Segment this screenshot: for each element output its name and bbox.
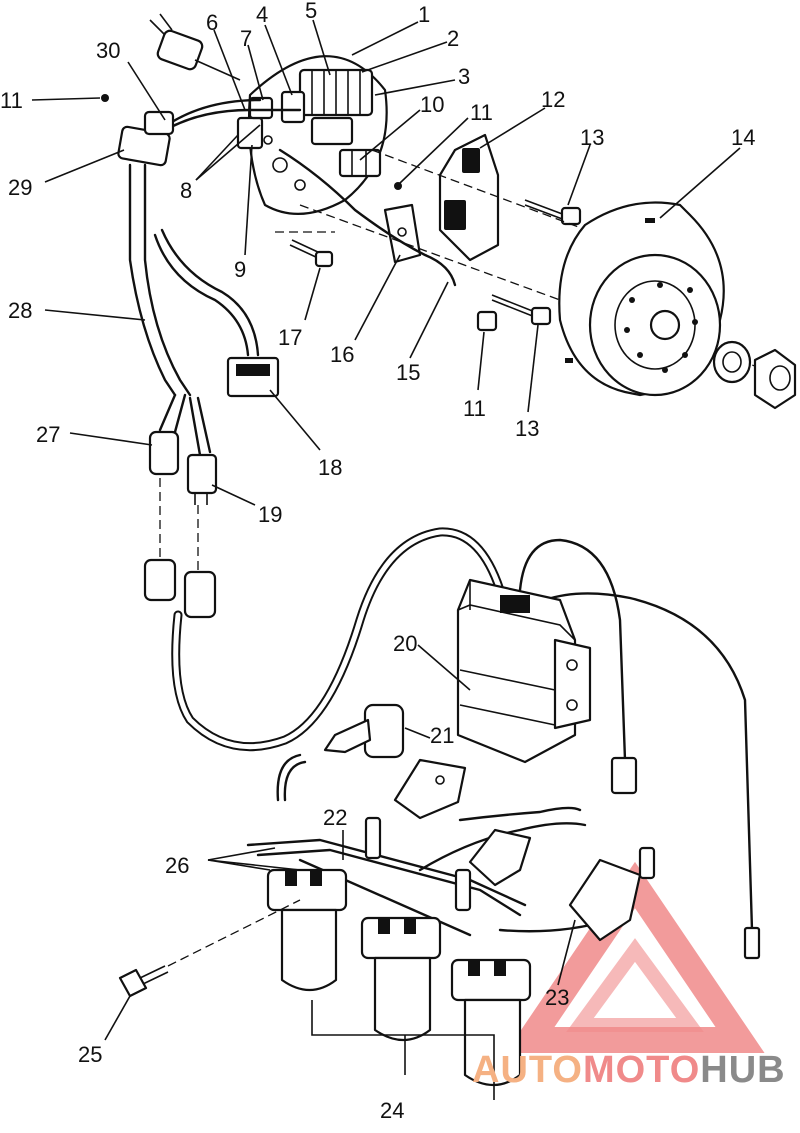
callout-labels: 1 2 3 4 5 6 7 8 9 10 11 11 11 12 13 13 1… — [0, 0, 755, 1123]
bolt-25 — [118, 965, 169, 998]
screw-13-upper — [524, 199, 582, 226]
callout-30: 30 — [96, 38, 120, 63]
callout-28: 28 — [8, 298, 32, 323]
connector-19 — [186, 453, 218, 505]
nut-11-lower — [476, 310, 498, 332]
callout-19: 19 — [258, 502, 282, 527]
callout-24: 24 — [380, 1098, 404, 1123]
watermark-hub: HUB — [700, 1049, 785, 1091]
callout-11-right: 11 — [470, 100, 493, 125]
callout-16: 16 — [330, 342, 354, 367]
screw-10 — [394, 182, 402, 190]
callout-14: 14 — [731, 125, 755, 150]
callout-9: 9 — [234, 257, 246, 282]
flywheel-nut — [753, 348, 797, 410]
pulser-coil — [438, 133, 500, 262]
ignition-coil-3 — [450, 958, 532, 1087]
callout-15: 15 — [396, 360, 420, 385]
flywheel-washer — [712, 340, 752, 384]
watermark-moto: MOTO — [583, 1049, 700, 1091]
cdi-box — [456, 578, 592, 764]
lighting-coil-stack — [280, 68, 374, 146]
ignition-coil-2 — [360, 916, 442, 1042]
callout-6: 6 — [206, 10, 218, 35]
coil-bracket-right — [568, 858, 642, 942]
callout-29: 29 — [8, 175, 32, 200]
callout-12: 12 — [541, 87, 565, 112]
callout-5: 5 — [305, 0, 317, 23]
callout-20: 20 — [393, 631, 417, 656]
watermark-auto: AUTO — [472, 1049, 583, 1091]
watermark-logo-icon — [505, 861, 765, 1053]
callout-22: 22 — [323, 805, 347, 830]
coil-bracket-mid — [468, 828, 532, 887]
callout-3: 3 — [458, 64, 470, 89]
callout-25: 25 — [78, 1042, 102, 1067]
charge-coil — [338, 148, 382, 178]
callout-13-lower: 13 — [515, 416, 539, 441]
callout-18: 18 — [318, 455, 342, 480]
rectifier-connector-18 — [226, 356, 280, 398]
spark-plug-leads — [364, 816, 656, 912]
callout-23: 23 — [545, 985, 569, 1010]
callout-11-left: 11 — [0, 88, 23, 113]
connector-27 — [148, 430, 180, 476]
callout-10: 10 — [420, 92, 444, 117]
screw-13-lower — [491, 294, 552, 326]
callout-4: 4 — [256, 2, 268, 27]
grommet-seal — [149, 13, 241, 81]
watermark-text: AUTOMOTOHUB — [472, 1049, 786, 1091]
harness-grommet — [117, 110, 175, 167]
callout-8: 8 — [180, 178, 192, 203]
callout-27: 27 — [36, 422, 60, 447]
ignition-coil-1 — [266, 868, 348, 992]
svg-text:AUTOMOTOHUB: AUTOMOTOHUB — [472, 1049, 786, 1091]
leader-lines — [31, 19, 741, 1100]
callout-11-lower: 11 — [463, 396, 486, 421]
callout-26: 26 — [165, 853, 189, 878]
callout-7: 7 — [240, 26, 252, 51]
callout-2: 2 — [447, 26, 459, 51]
callout-17: 17 — [278, 325, 302, 350]
callout-21: 21 — [430, 723, 454, 748]
coil-bracket-upper — [393, 758, 467, 820]
callout-13-upper: 13 — [580, 125, 604, 150]
ignition-coil-harness — [246, 753, 612, 937]
mating-connectors — [143, 558, 217, 619]
callout-1: 1 — [418, 2, 430, 27]
screw-11-upper — [101, 94, 109, 102]
spark-plug-cap — [323, 703, 405, 759]
screw-17 — [289, 239, 334, 268]
flywheel — [558, 201, 725, 397]
